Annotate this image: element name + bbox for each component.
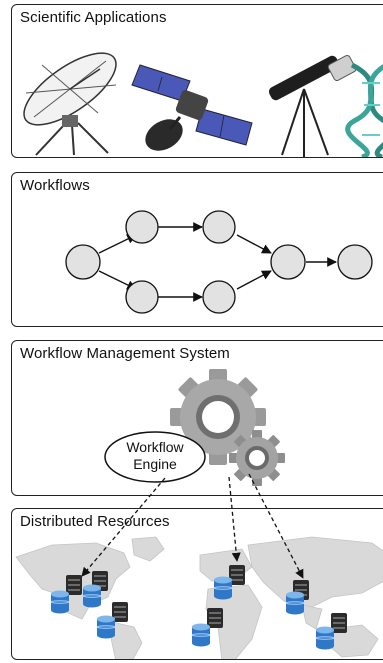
dispatch-arrow — [81, 477, 166, 577]
panel-title: Workflow Management System — [20, 345, 230, 362]
workflow-dag — [65, 210, 373, 314]
engine-label-line1: Workflow — [126, 439, 184, 455]
dag-edge — [236, 234, 272, 254]
satellite-icon — [131, 64, 253, 151]
dispatch-arrow — [228, 476, 241, 562]
engine-label-line2: Engine — [133, 456, 177, 472]
world-map-icon — [15, 536, 383, 659]
scientific-icons — [23, 52, 383, 157]
dag-node — [125, 210, 159, 244]
workflow-engine-node — [104, 431, 206, 483]
panel-title: Workflows — [20, 177, 90, 194]
dag-node — [202, 280, 236, 314]
panel-title: Scientific Applications — [20, 9, 167, 26]
database-icon — [50, 576, 335, 650]
satellite-dish-icon — [23, 52, 117, 156]
workflows-panel: Workflows — [11, 172, 383, 327]
scientific-applications-panel: Scientific Applications — [11, 4, 383, 158]
dag-node — [125, 280, 159, 314]
gears-icon — [170, 369, 285, 486]
dag-node — [337, 244, 373, 280]
dispatch-arrow — [248, 473, 304, 579]
dag-edge — [236, 270, 272, 290]
gears-graphic: Workflow Engine — [104, 369, 285, 486]
dna-helix-icon — [345, 62, 383, 157]
dag-node — [65, 244, 101, 280]
workflow-management-system-panel: Workflow Management System — [11, 340, 383, 496]
dag-node — [202, 210, 236, 244]
telescope-icon — [268, 54, 357, 157]
dag-node — [270, 244, 306, 280]
